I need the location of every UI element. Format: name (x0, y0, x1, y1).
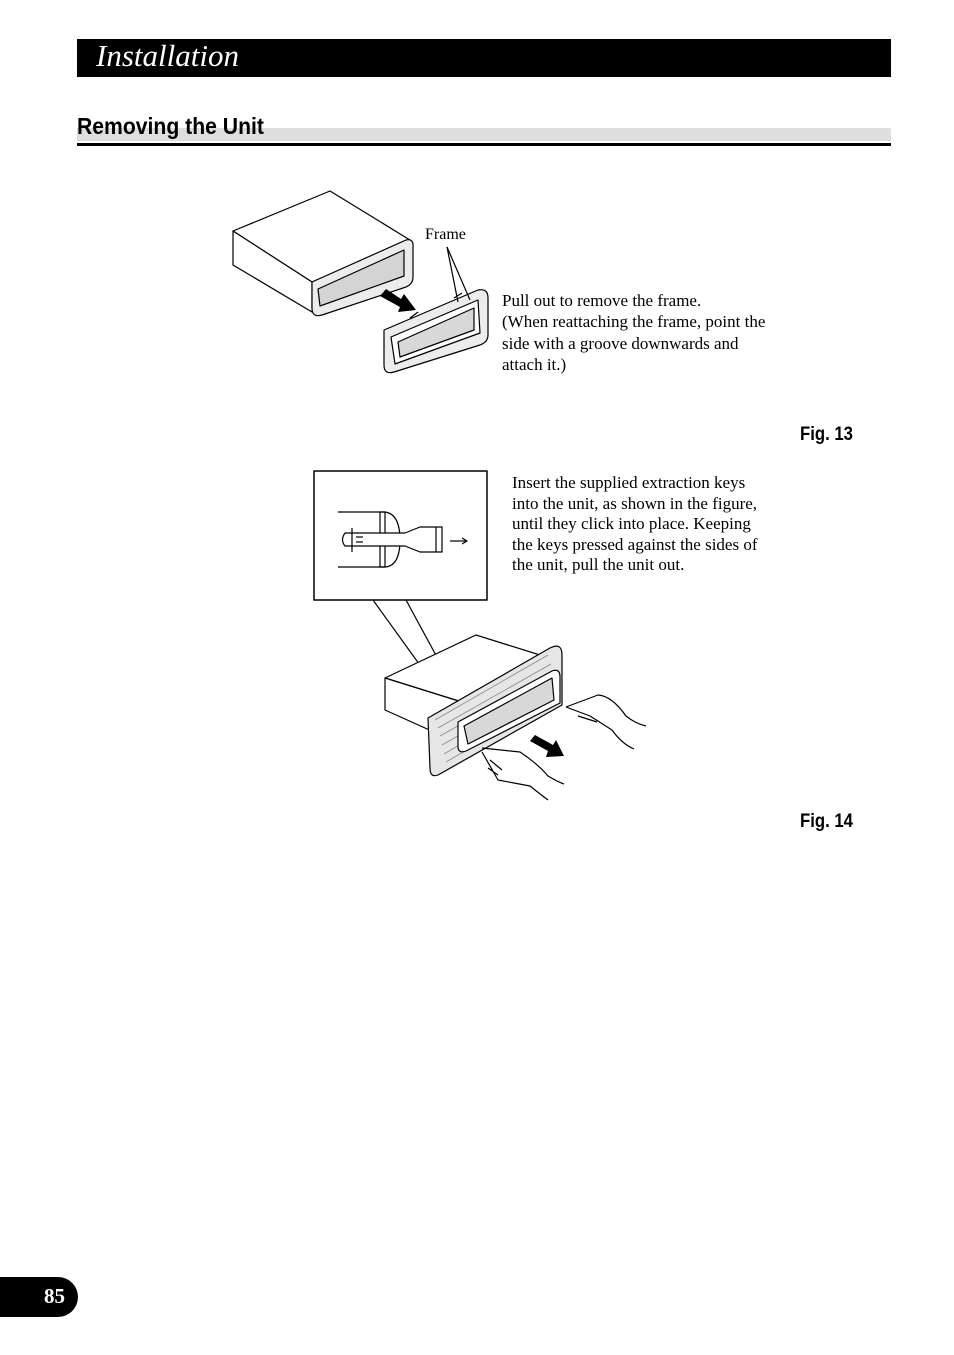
heading-band (77, 128, 891, 141)
caption-line: attach it.) (502, 354, 567, 374)
caption-line: the keys pressed against the sides of (512, 534, 758, 554)
upper-hand (565, 694, 647, 750)
pull-out-arrow (530, 735, 564, 757)
caption-line: side with a groove downwards and (502, 333, 739, 353)
extraction-key (341, 526, 443, 553)
heading-rule (77, 143, 891, 146)
fig13-label: Fig. 13 (800, 424, 853, 445)
frame-callout-label: Frame (425, 226, 466, 243)
lower-hand (481, 747, 565, 801)
fig14-label: Fig. 14 (800, 811, 853, 832)
caption-line: Pull out to remove the frame. (502, 291, 702, 310)
pull-arrow (380, 289, 416, 312)
section-heading: Removing the Unit (77, 112, 891, 148)
fig13-caption: Pull out to remove the frame. (When reat… (502, 290, 765, 375)
caption-line: into the unit, as shown in the figure, (512, 493, 758, 513)
page-number: 85 (44, 1284, 65, 1308)
fig14-caption: Insert the supplied extraction keys into… (512, 473, 758, 576)
caption-line: until they click into place. Keeping (512, 514, 751, 533)
section-title: Removing the Unit (77, 113, 264, 139)
header-bar: Installation (77, 39, 891, 77)
caption-line: Insert the supplied extraction keys (512, 473, 746, 492)
caption-line: the unit, pull the unit out. (512, 555, 685, 574)
unit-extraction-illustration (313, 470, 647, 801)
frame-removal-illustration (232, 190, 489, 374)
caption-line: (When reattaching the frame, point the (502, 312, 766, 332)
page-title: Installation (96, 38, 239, 73)
frame-callout-line (446, 246, 471, 301)
page-number-tab: 85 (0, 1277, 78, 1317)
